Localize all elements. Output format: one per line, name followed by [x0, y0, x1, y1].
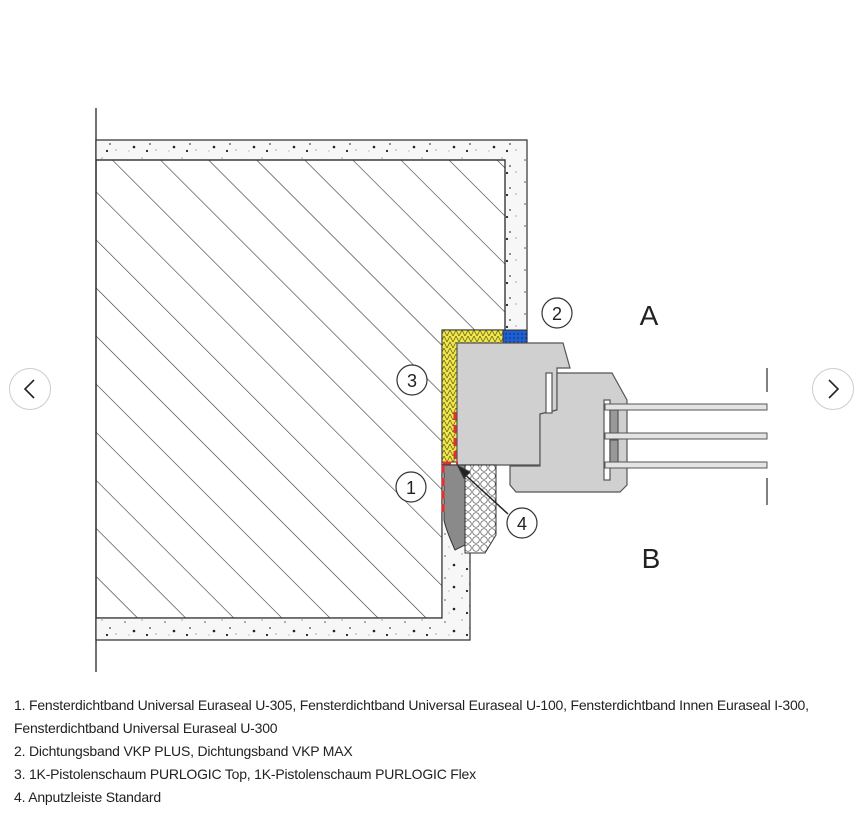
- callouts: [395, 297, 573, 539]
- sealing-tape: [502, 329, 528, 344]
- plaster-strip: [443, 464, 497, 554]
- legend-item: 2. Dichtungsband VKP PLUS, Dichtungsband…: [14, 743, 353, 759]
- chevron-left-icon: [23, 379, 35, 399]
- callout-2: 2: [552, 304, 562, 324]
- diagram-legend: 1. Fensterdichtband Universal Euraseal U…: [14, 694, 854, 809]
- legend-item: 3. 1K-Pistolenschaum PURLOGIC Top, 1K-Pi…: [14, 766, 476, 782]
- callout-1: 1: [406, 478, 416, 498]
- window-tape: [441, 412, 458, 512]
- carousel-next-button[interactable]: [812, 368, 854, 410]
- label-inside: B: [642, 543, 661, 574]
- callout-3: 3: [407, 371, 417, 391]
- masonry-wall: [95, 108, 528, 672]
- chevron-right-icon: [828, 379, 840, 399]
- legend-item: 1. Fensterdichtband Universal Euraseal U…: [14, 697, 809, 736]
- callout-4: 4: [517, 514, 527, 534]
- carousel-prev-button[interactable]: [9, 368, 51, 410]
- window-frame: [456, 342, 628, 493]
- label-outside: A: [640, 300, 659, 331]
- legend-item: 4. Anputzleiste Standard: [14, 789, 161, 805]
- window-installation-diagram: 2 3 1 4 A B: [95, 108, 768, 672]
- glazing: [604, 368, 768, 505]
